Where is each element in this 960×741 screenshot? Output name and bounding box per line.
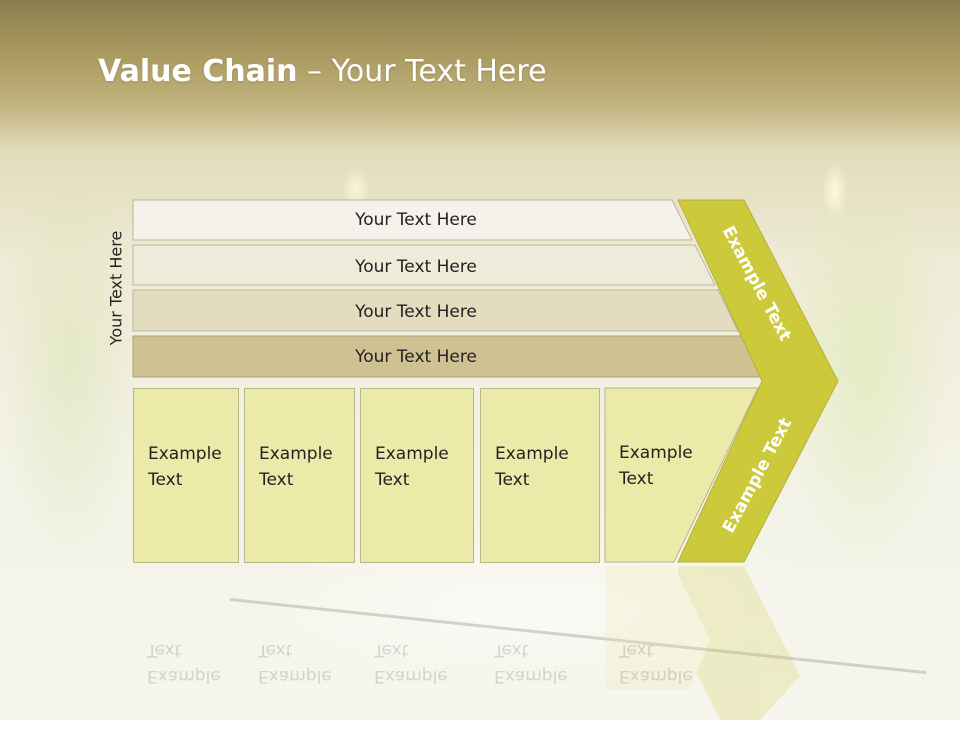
primary-box-4-line1: Example: [495, 444, 569, 464]
chevron-arrow: [677, 199, 839, 563]
bar-1-label: Your Text Here: [354, 210, 477, 230]
bar-2: [132, 244, 716, 286]
reflection-box-4-line1: Example: [494, 666, 568, 686]
primary-box-5-line1: Example: [619, 443, 693, 463]
box-5-shape: [604, 387, 759, 563]
title-rest: – Your Text Here: [297, 54, 547, 89]
bar-3-label: Your Text Here: [354, 302, 477, 322]
title-bold: Value Chain: [98, 54, 298, 89]
bar-4-label: Your Text Here: [354, 347, 477, 367]
page-title: Value Chain – Your Text Here: [98, 54, 547, 89]
primary-box-1-line1: Example: [148, 444, 222, 464]
primary-box-2: Example Text: [244, 388, 355, 563]
primary-box-5: Example Text: [605, 388, 695, 563]
reflection-box-1-line1: Example: [147, 666, 221, 686]
reflection-box-3: Example Text: [360, 566, 474, 741]
reflection-box-4-line2: Text: [494, 640, 529, 660]
primary-box-1: Example Text: [133, 388, 239, 563]
primary-box-3-line2: Text: [375, 470, 410, 490]
bar-3: [132, 289, 739, 332]
primary-box-4: Example Text: [480, 388, 600, 563]
bar-2-label: Your Text Here: [354, 257, 477, 277]
primary-box-2-line1: Example: [259, 444, 333, 464]
reflection-box-5-line1: Example: [619, 666, 693, 686]
value-chain-diagram: Your Text Here Your Text Here Your Text …: [132, 199, 839, 720]
primary-box-4-line2: Text: [495, 470, 530, 490]
reflection-box-4: Example Text: [480, 566, 600, 741]
reflection-box-1: Example Text: [133, 566, 239, 741]
reflection-box-2: Example Text: [244, 566, 355, 741]
reflection-box-2-line2: Text: [258, 640, 293, 660]
primary-box-1-line2: Text: [148, 470, 183, 490]
primary-box-5-line2: Text: [619, 469, 654, 489]
bar-1: [132, 199, 693, 241]
primary-box-3-line1: Example: [375, 444, 449, 464]
reflection-box-3-line1: Example: [374, 666, 448, 686]
reflection-box-1-line2: Text: [147, 640, 182, 660]
reflection-box-5: Example Text: [605, 566, 695, 741]
reflection-box-5-line2: Text: [619, 640, 654, 660]
reflection-shapes: [605, 566, 800, 720]
reflection-box-3-line2: Text: [374, 640, 409, 660]
primary-box-3: Example Text: [360, 388, 474, 563]
reflection-box-2-line1: Example: [258, 666, 332, 686]
primary-box-2-line2: Text: [259, 470, 294, 490]
candle-flame-right: [822, 160, 848, 220]
